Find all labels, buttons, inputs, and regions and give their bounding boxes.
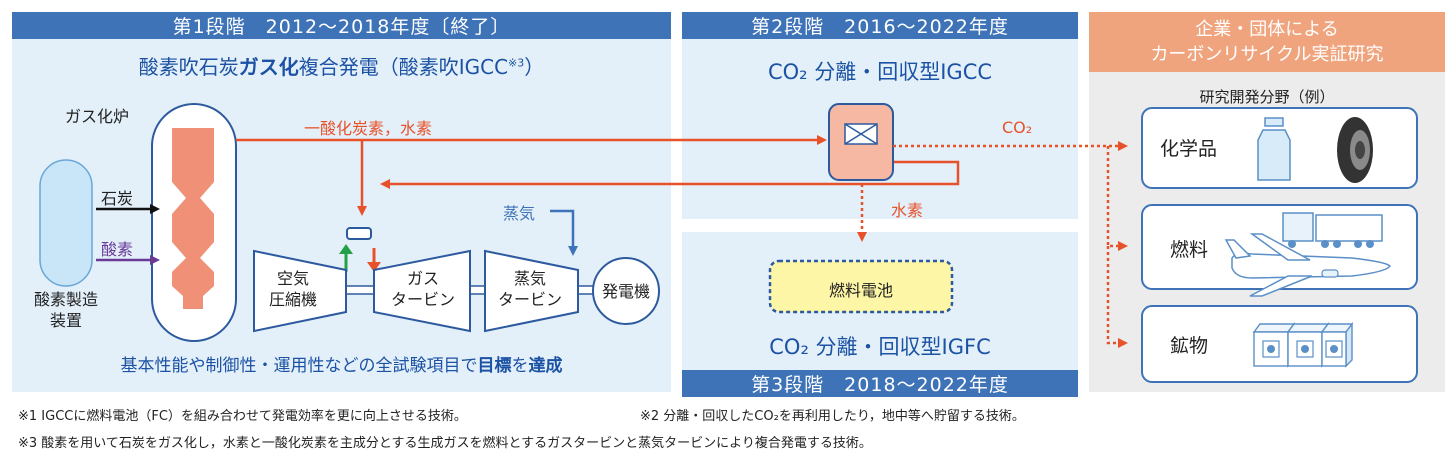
note-2: ※2 分離・回収したCO₂を再利用したり，地中等へ貯留する技術。 bbox=[640, 409, 1025, 424]
airplane-icon bbox=[1224, 233, 1391, 297]
gas-turbine-label-line2: タービン bbox=[390, 290, 455, 309]
achievement-bold1: 目標 bbox=[477, 356, 512, 376]
fuel-cell bbox=[768, 259, 954, 314]
air-arrow-head bbox=[339, 244, 353, 254]
phase2-title: CO₂ 分離・回収型IGCC bbox=[767, 60, 993, 84]
achievement-mid: を bbox=[511, 356, 529, 376]
recycle-header-line1: 企業・団体による bbox=[1195, 19, 1339, 40]
oxygen-plant-label: 酸素製造 装置 bbox=[28, 289, 104, 331]
phase1-title-bold: ガス化 bbox=[238, 55, 299, 79]
phase1-title-post: 複合発電（酸素吹IGCC bbox=[298, 55, 509, 79]
air-compressor bbox=[253, 249, 347, 333]
steam-turbine-label-line2: タービン bbox=[497, 290, 562, 309]
phase1-panel bbox=[12, 12, 671, 392]
oxygen-plant-label-line2: 装置 bbox=[49, 311, 82, 330]
recycle-item-mineral-label: 鉱物 bbox=[1170, 335, 1209, 357]
hydrogen-return-line bbox=[380, 160, 960, 189]
steam-label: 蒸気 bbox=[503, 204, 536, 223]
compressor-label: 空気 圧縮機 bbox=[256, 268, 330, 310]
generator-label: 発電機 bbox=[601, 282, 650, 301]
recycle-item-fuel-label: 燃料 bbox=[1170, 239, 1209, 261]
note-3: ※3 酸素を用いて石炭をガス化し，水素と一酸化炭素を主成分とする生成ガスを燃料と… bbox=[18, 436, 872, 451]
oxygen-plant bbox=[39, 159, 93, 287]
co2-branch-fuel bbox=[1106, 146, 1128, 251]
note-1: ※1 IGCCに燃料電池（FC）を組み合わせて発電効率を更に向上させる技術。 bbox=[18, 409, 467, 424]
phase1-title-close: ） bbox=[524, 55, 545, 79]
achievement-pre: 基本性能や制御性・運用性などの全試験項目で bbox=[120, 356, 478, 376]
oxygen-plant-label-line1: 酸素製造 bbox=[33, 290, 98, 309]
recycle-header: 企業・団体による カーボンリサイクル実証研究 bbox=[1089, 12, 1445, 72]
phase3-title: CO₂ 分離・回収型IGFC bbox=[769, 335, 991, 359]
combustor bbox=[346, 227, 372, 240]
achievement-text: 基本性能や制御性・運用性などの全試験項目で目標を達成 bbox=[12, 351, 671, 376]
recycle-fields-label: 研究開発分野（例） bbox=[1199, 88, 1335, 106]
phase1-title-sup: ※3 bbox=[508, 56, 525, 70]
steam-turbine-label: 蒸気 タービン bbox=[487, 268, 573, 310]
steam-turbine bbox=[484, 249, 579, 333]
co-h2-label: 一酸化炭素，水素 bbox=[304, 119, 433, 138]
tire-icon bbox=[1337, 117, 1373, 183]
phase1-title-pre: 酸素吹石炭 bbox=[138, 55, 239, 79]
gasifier bbox=[151, 103, 237, 342]
co2-branch-mineral bbox=[1106, 246, 1128, 348]
steam-arrow bbox=[550, 209, 578, 256]
fuel-cell-label: 燃料電池 bbox=[828, 281, 893, 300]
co2-label: CO₂ bbox=[1002, 118, 1033, 137]
fuel-arrow-head bbox=[367, 262, 381, 272]
phase1-header: 第1段階 2012〜2018年度〔終了〕 bbox=[12, 12, 671, 39]
phase1-title: 酸素吹石炭ガス化複合発電（酸素吹IGCC※3） bbox=[12, 51, 671, 80]
concrete-blocks-icon bbox=[1252, 321, 1354, 368]
phase2-header: 第2段階 2016〜2022年度 bbox=[682, 12, 1078, 39]
compressor-label-line1: 空気 bbox=[276, 269, 309, 288]
gas-turbine-label-line1: ガス bbox=[406, 269, 439, 288]
recycle-item-chemicals-label: 化学品 bbox=[1160, 138, 1218, 160]
co2-separation-reactor bbox=[828, 103, 894, 181]
generator bbox=[592, 257, 660, 325]
recycle-header-line2: カーボンリサイクル実証研究 bbox=[1150, 44, 1384, 65]
truck-icon bbox=[1282, 212, 1383, 248]
phase3-header: 第3段階 2018〜2022年度 bbox=[682, 370, 1078, 397]
hydrogen-label: 水素 bbox=[891, 201, 924, 220]
oxygen-label: 酸素 bbox=[101, 240, 134, 259]
bottle-icon bbox=[1257, 117, 1291, 181]
steam-turbine-label-line1: 蒸気 bbox=[513, 269, 546, 288]
gas-turbine bbox=[373, 249, 471, 333]
gasifier-label: ガス化炉 bbox=[65, 107, 130, 126]
achievement-bold2: 達成 bbox=[528, 356, 563, 376]
compressor-label-line2: 圧縮機 bbox=[268, 290, 317, 309]
gas-turbine-label: ガス タービン bbox=[380, 268, 466, 310]
coal-label: 石炭 bbox=[101, 189, 134, 208]
